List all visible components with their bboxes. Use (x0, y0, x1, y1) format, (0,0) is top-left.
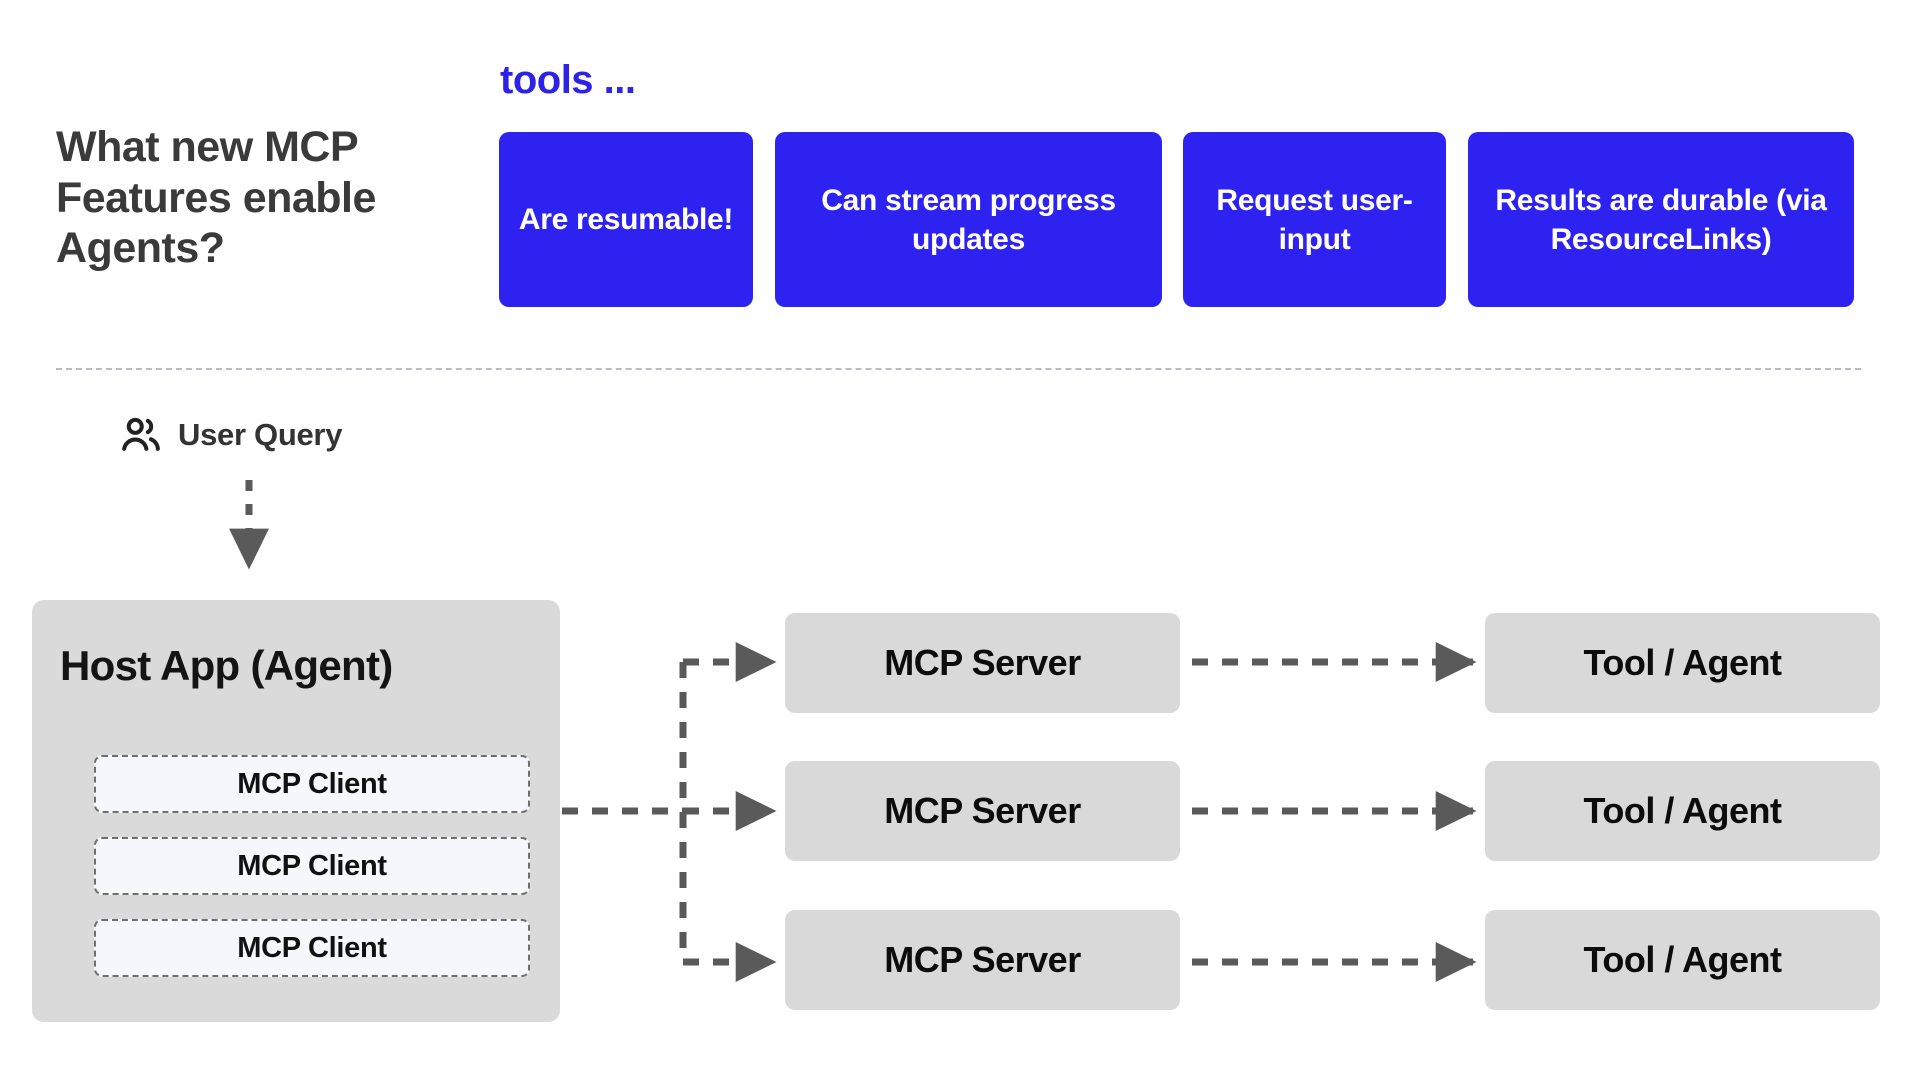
mcp-server-node: MCP Server (785, 910, 1180, 1010)
host-app-title: Host App (Agent) (60, 642, 393, 689)
mcp-client-item: MCP Client (94, 919, 530, 977)
host-app-container: Host App (Agent) MCP Client MCP Client M… (32, 600, 560, 1022)
tools-section-label: tools ... (500, 58, 636, 102)
mcp-client-item: MCP Client (94, 837, 530, 895)
user-query-label: User Query (178, 417, 343, 452)
mcp-client-list: MCP Client MCP Client MCP Client (94, 755, 530, 977)
tool-agent-node: Tool / Agent (1485, 910, 1880, 1010)
feature-card-user-input: Request user-input (1183, 132, 1446, 307)
users-icon (118, 412, 164, 458)
section-divider (56, 368, 1861, 370)
mcp-server-node: MCP Server (785, 761, 1180, 861)
user-query-node: User Query (118, 412, 342, 458)
mcp-server-node: MCP Server (785, 613, 1180, 713)
tool-agent-node: Tool / Agent (1485, 761, 1880, 861)
tool-agent-node: Tool / Agent (1485, 613, 1880, 713)
mcp-client-item: MCP Client (94, 755, 530, 813)
page-title: What new MCP Features enable Agents? (56, 123, 376, 273)
feature-card-progress-updates: Can stream progress updates (775, 132, 1162, 307)
feature-card-resumable: Are resumable! (499, 132, 753, 307)
feature-card-durable-results: Results are durable (via ResourceLinks) (1468, 132, 1854, 307)
